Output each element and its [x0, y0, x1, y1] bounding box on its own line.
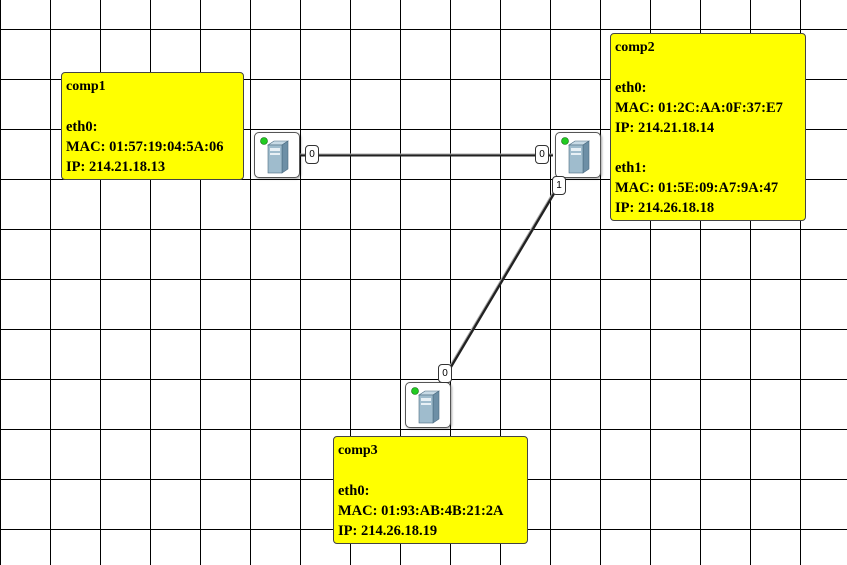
comp1-port-0: 0 [305, 145, 319, 164]
computer-icon [561, 137, 590, 174]
interface-name: eth0: [338, 483, 370, 499]
comp1-node[interactable] [254, 132, 300, 178]
comp2-node[interactable] [555, 132, 601, 178]
link-comp2-comp3[interactable] [448, 187, 559, 369]
comp3-info-label: comp3 eth0: MAC: 01:93:AB:4B:21:2A IP: 2… [333, 436, 528, 544]
computer-icon [411, 387, 440, 424]
link-comp2-comp3-highlight [448, 186, 557, 368]
mac-address: MAC: 01:57:19:04:5A:06 [66, 139, 224, 155]
ip-address: IP: 214.21.18.14 [615, 120, 715, 136]
interface-name: eth0: [66, 119, 98, 135]
interface-name: eth0: [615, 80, 647, 96]
mac-address: MAC: 01:5E:09:A7:9A:47 [615, 180, 779, 196]
mac-address: MAC: 01:2C:AA:0F:37:E7 [615, 100, 783, 116]
comp3-port-0: 0 [438, 364, 452, 383]
computer-icon [260, 137, 289, 174]
node-title: comp2 [615, 40, 655, 55]
comp2-info-label: comp2 eth0: MAC: 01:2C:AA:0F:37:E7 IP: 2… [610, 33, 806, 221]
mac-address: MAC: 01:93:AB:4B:21:2A [338, 503, 504, 519]
ip-address: IP: 214.26.18.18 [615, 200, 715, 216]
comp1-info-label: comp1 eth0: MAC: 01:57:19:04:5A:06 IP: 2… [61, 72, 244, 180]
node-title: comp3 [338, 443, 378, 458]
interface-name: eth1: [615, 160, 647, 176]
comp3-node[interactable] [405, 382, 451, 428]
comp2-port-0: 0 [535, 145, 549, 164]
ip-address: IP: 214.21.18.13 [66, 159, 166, 175]
ip-address: IP: 214.26.18.19 [338, 523, 438, 539]
comp2-port-1: 1 [552, 176, 566, 195]
node-title: comp1 [66, 79, 106, 94]
